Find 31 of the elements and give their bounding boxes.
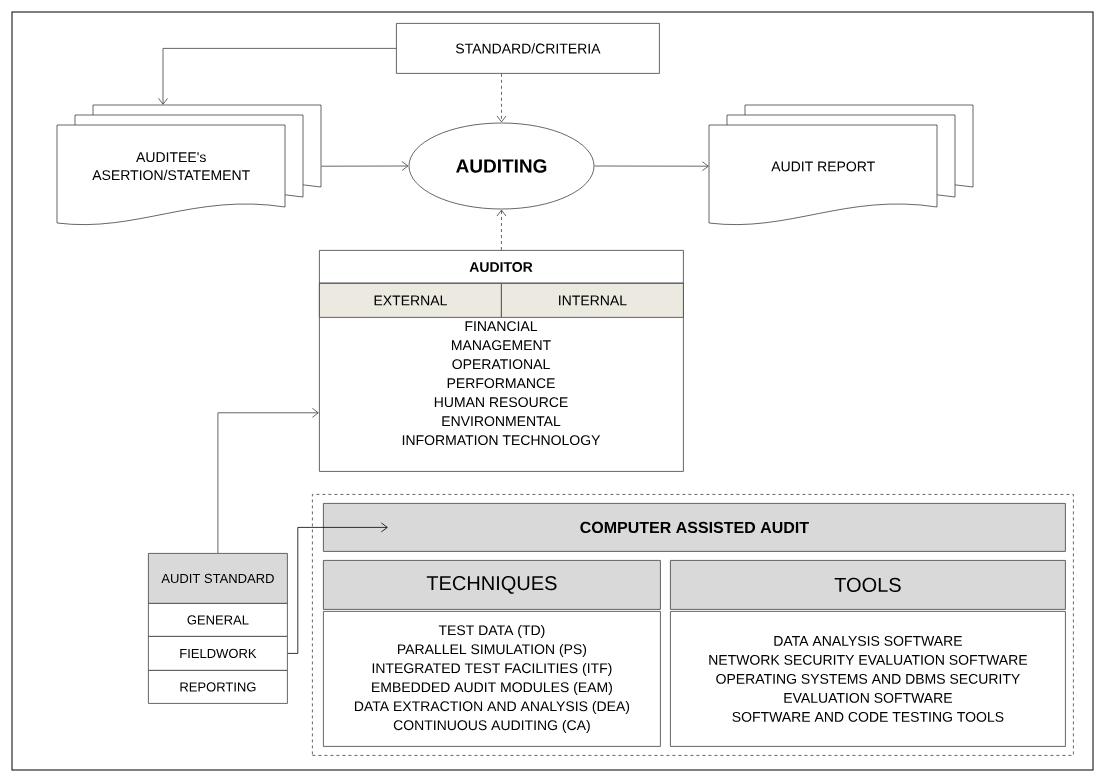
document-stack: AUDITEE's ASERTION/STATEMENT xyxy=(56,104,322,225)
dashed-arrow xyxy=(496,209,507,251)
column-header: TECHNIQUES xyxy=(323,560,661,610)
dashed-arrow xyxy=(496,73,507,123)
list-box: DATA ANALYSIS SOFTWARE NETWORK SECURITY EVALUATION SOFTWARE OPERATING SYSTEMS AND DBMS SECURITY EVALUATION SOFTWARE SOFTWARE AND CODE TESTING TOOLS xyxy=(670,611,1066,747)
arrow xyxy=(594,161,709,172)
table-cell: GENERAL xyxy=(148,603,288,637)
list-box: TEST DATA (TD) PARALLEL SIMULATION (PS) INTEGRATED TEST FACILITIES (ITF) EMBEDDED AUDIT MODULES (EAM) DATA EXTRACTION AND ANALYSIS (DEA) CONTINUOUS AUDITING (CA) xyxy=(323,611,661,747)
item-list: FINANCIAL MANAGEMENT OPERATIONAL PERFORMANCE HUMAN RESOURCE ENVIRONMENTAL INFORMATION TECHNOLOGY xyxy=(402,321,601,446)
table-heading: AUDITOR xyxy=(469,262,533,272)
arrow xyxy=(217,407,319,554)
arrow xyxy=(158,48,397,105)
node-label: OPERATIONAL xyxy=(452,359,550,370)
table-cell: REPORTING xyxy=(148,670,288,704)
document-stack: AUDIT REPORT xyxy=(708,104,974,225)
node-label: FINANCIAL xyxy=(465,321,538,332)
table-cell: FIELDWORK xyxy=(148,636,288,671)
node-label: ENVIRONMENTAL xyxy=(442,416,561,427)
header-bar: COMPUTER ASSISTED AUDIT xyxy=(323,503,1066,552)
node-label: INFORMATION TECHNOLOGY xyxy=(402,435,601,446)
table-header-cell: AUDIT STANDARD xyxy=(148,553,288,604)
arrow xyxy=(321,161,409,171)
node-label: MANAGEMENT xyxy=(451,340,551,351)
table-cell: EXTERNAL xyxy=(319,283,502,318)
column-header: TOOLS xyxy=(670,560,1066,610)
arrow xyxy=(287,522,388,654)
dashed-group-box xyxy=(312,494,1074,756)
criteria-box: STANDARD/CRITERIA xyxy=(396,23,660,74)
node-label: PERFORMANCE xyxy=(447,378,555,389)
node-label: HUMAN RESOURCE xyxy=(434,397,568,408)
table-cell: INTERNAL xyxy=(501,283,684,318)
